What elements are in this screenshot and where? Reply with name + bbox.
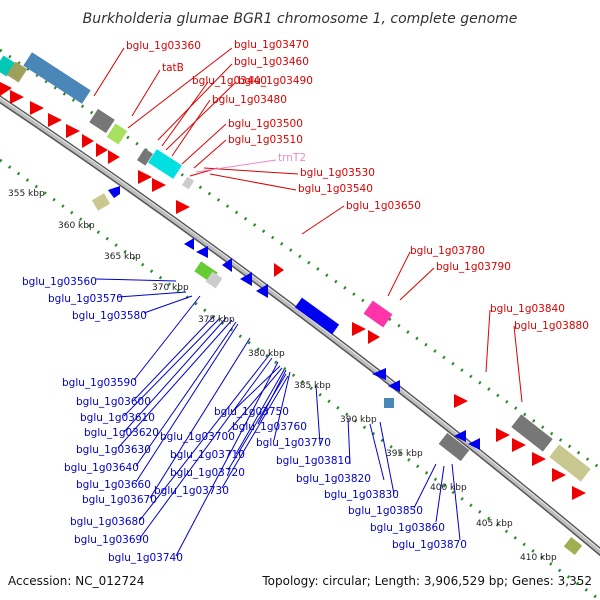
map-title: Burkholderia glumae BGR1 chromosome 1, c… [83, 11, 518, 27]
reverse-genes [91, 186, 583, 556]
gene-label[interactable]: bglu_1g03620 [84, 427, 159, 439]
reverse-leaders [95, 278, 461, 557]
gene-label[interactable]: bglu_1g03640 [64, 462, 139, 474]
gene-label[interactable]: bglu_1g03760 [232, 421, 307, 433]
forward-leaders [93, 47, 523, 403]
gene-label[interactable]: bglu_1g03560 [22, 276, 97, 288]
kbp-label: 390 kbp [340, 415, 377, 425]
gene-label[interactable]: bglu_1g03680 [70, 516, 145, 528]
scale-dots [0, 48, 600, 600]
accession-text: Accession: NC_012724 [8, 574, 144, 588]
gene-label[interactable]: bglu_1g03570 [48, 293, 123, 305]
genome-backbone [0, 95, 600, 557]
gene-label[interactable]: bglu_1g03830 [324, 489, 399, 501]
gene-label[interactable]: bglu_1g03540 [298, 183, 373, 195]
gene-label[interactable]: bglu_1g03880 [514, 320, 589, 332]
gene-label[interactable]: bglu_1g03710 [170, 449, 245, 461]
gene-label[interactable]: bglu_1g03690 [74, 534, 149, 546]
kbp-label: 355 kbp [8, 189, 45, 199]
gene-label[interactable]: bglu_1g03750 [214, 406, 289, 418]
kbp-label: 365 kbp [104, 252, 141, 262]
gene-label[interactable]: bglu_1g03810 [276, 455, 351, 467]
gene-label[interactable]: bglu_1g03490 [238, 75, 313, 87]
gene-label[interactable]: bglu_1g03600 [76, 396, 151, 408]
gene-label[interactable]: trnT2 [278, 152, 306, 164]
gene-label[interactable]: bglu_1g03870 [392, 539, 467, 551]
kbp-label: 370 kbp [152, 283, 189, 293]
gene-label[interactable]: bglu_1g03510 [228, 134, 303, 146]
gene-label[interactable]: bglu_1g03700 [160, 431, 235, 443]
gene-label[interactable]: bglu_1g03440 [192, 75, 267, 87]
forward-genes [0, 52, 591, 500]
gene-label[interactable]: bglu_1g03840 [490, 303, 565, 315]
gene-label[interactable]: bglu_1g03590 [62, 377, 137, 389]
topology-text: Topology: circular; Length: 3,906,529 bp… [261, 574, 592, 588]
gene-label[interactable]: bglu_1g03780 [410, 245, 485, 257]
gene-label[interactable]: bglu_1g03360 [126, 40, 201, 52]
gene-label[interactable]: tatB [162, 62, 184, 74]
gene-label[interactable]: bglu_1g03720 [170, 467, 245, 479]
gene-label[interactable]: bglu_1g03580 [72, 310, 147, 322]
gene-label[interactable]: bglu_1g03850 [348, 505, 423, 517]
gene-label[interactable]: bglu_1g03480 [212, 94, 287, 106]
gene-label[interactable]: bglu_1g03530 [300, 167, 375, 179]
gene-label[interactable]: bglu_1g03740 [108, 552, 183, 564]
gene-label[interactable]: bglu_1g03660 [76, 479, 151, 491]
forward-labels: bglu_1g03360 bglu_1g03470 tatB bglu_1g03… [126, 39, 589, 332]
kbp-label: 375 kbp [198, 315, 235, 325]
gene-label[interactable]: bglu_1g03500 [228, 118, 303, 130]
gene-label[interactable]: bglu_1g03670 [82, 494, 157, 506]
gene-label[interactable]: bglu_1g03470 [234, 39, 309, 51]
kbp-label: 360 kbp [58, 221, 95, 231]
rna-leaders [195, 159, 277, 173]
kbp-label: 410 kbp [520, 553, 557, 563]
gene-label[interactable]: bglu_1g03820 [296, 473, 371, 485]
kbp-label: 395 kbp [386, 449, 423, 459]
gene-label[interactable]: bglu_1g03610 [80, 412, 155, 424]
kbp-label: 400 kbp [430, 483, 467, 493]
gene-label[interactable]: bglu_1g03770 [256, 437, 331, 449]
gene-label[interactable]: bglu_1g03790 [436, 261, 511, 273]
kbp-label: 385 kbp [294, 381, 331, 391]
reverse-labels: bglu_1g03560 bglu_1g03570 bglu_1g03580 b… [22, 276, 467, 564]
gene-label[interactable]: bglu_1g03860 [370, 522, 445, 534]
gene-label[interactable]: bglu_1g03730 [154, 485, 229, 497]
kbp-axis: 355 kbp 360 kbp 365 kbp 370 kbp 375 kbp … [8, 189, 557, 563]
kbp-label: 380 kbp [248, 349, 285, 359]
gene-label[interactable]: bglu_1g03630 [76, 444, 151, 456]
gene-label[interactable]: bglu_1g03650 [346, 200, 421, 212]
kbp-label: 405 kbp [476, 519, 513, 529]
gene-label[interactable]: bglu_1g03460 [234, 56, 309, 68]
